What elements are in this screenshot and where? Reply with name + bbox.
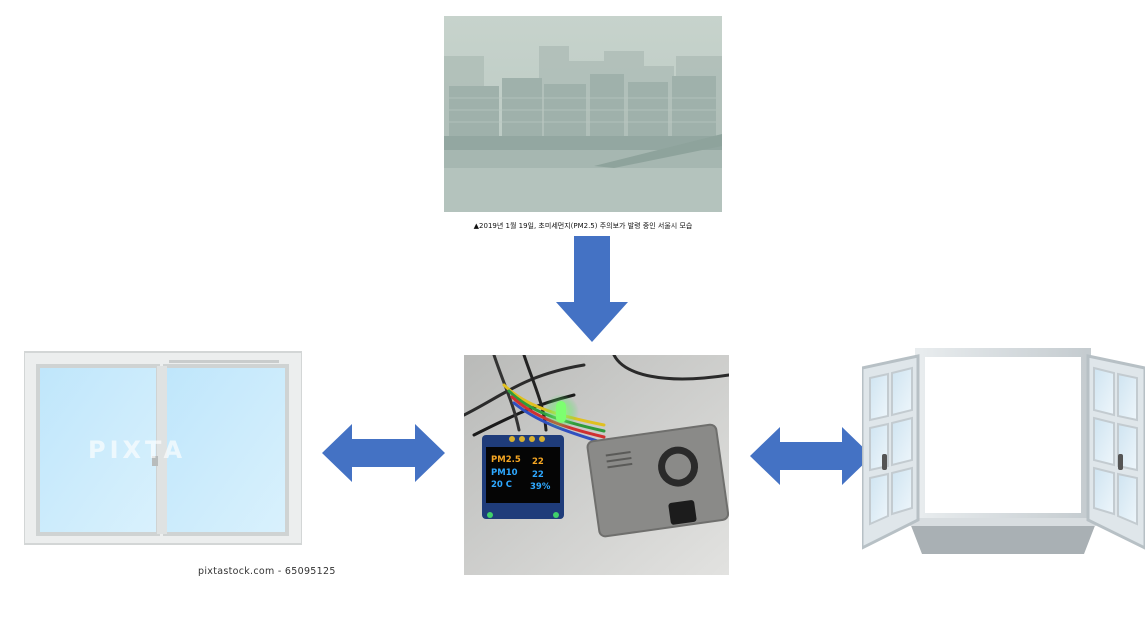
down-arrow-icon <box>556 236 628 342</box>
closed-window-image: PIXTA <box>23 340 303 546</box>
pixta-credit-caption: pixtastock.com - 65095125 <box>198 566 336 577</box>
oled-pm25-value: 22 <box>532 457 544 467</box>
closed-window-drawing <box>23 351 303 545</box>
pixta-watermark: PIXTA <box>88 436 187 464</box>
oled-pm10-value: 22 <box>532 470 544 480</box>
double-arrow-right-icon <box>750 427 872 485</box>
sensor-device-photo: PM2.5 22 PM10 22 20 C 39% <box>464 355 729 575</box>
smog-city-image <box>444 16 722 212</box>
oled-humidity: 39% <box>530 482 551 492</box>
oled-pm10-label: PM10 <box>491 468 518 478</box>
smog-photo-caption: ▲2019년 1월 19일, 초미세먼지(PM2.5) 주의보가 발령 중인 서… <box>473 222 693 230</box>
oled-pm25-label: PM2.5 <box>491 455 521 465</box>
sensor-device-image <box>464 355 729 575</box>
double-arrow-left-icon <box>322 424 445 482</box>
smog-city-photo <box>444 16 722 212</box>
oled-temperature: 20 C <box>491 480 513 490</box>
open-window-image <box>860 347 1145 574</box>
open-window-drawing <box>860 347 1145 554</box>
